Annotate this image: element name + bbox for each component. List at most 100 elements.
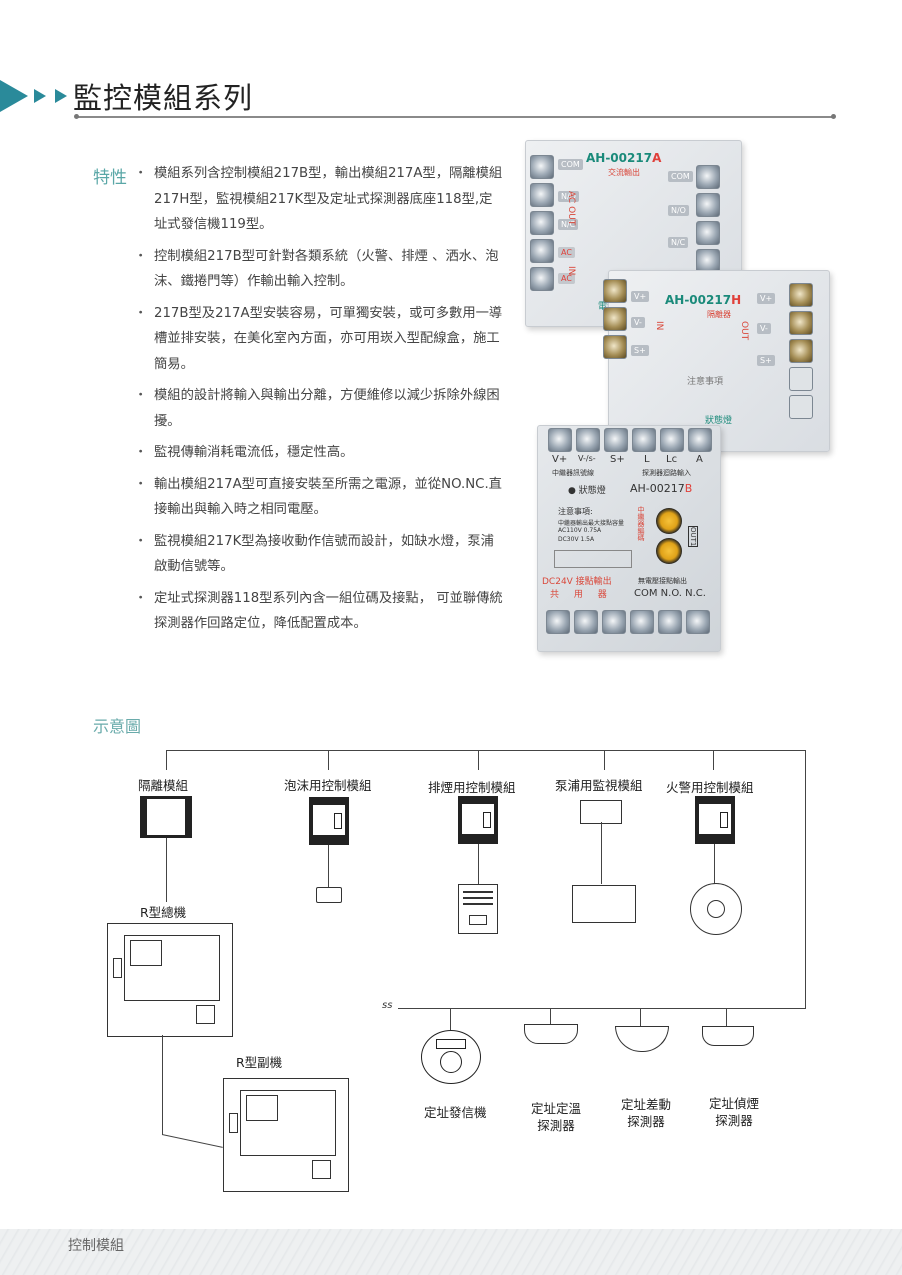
smoke-detector-icon (702, 1026, 754, 1046)
terminal-label: N/O (558, 191, 579, 202)
terminal-label: V-/s- (578, 454, 596, 463)
connector-line (726, 1008, 728, 1026)
smoke-damper-icon (458, 884, 498, 934)
smoke-control-module-icon (458, 796, 498, 844)
terminal-label: AC (558, 247, 575, 258)
product-photo-217b: V+ V-/s- S+ L Lc A 中繼器訊號線 探測器迴路輸入 ● 狀態燈 … (537, 425, 721, 652)
terminal-slot-icon (789, 395, 813, 419)
heat-detector-icon (524, 1024, 578, 1044)
terminal-screw-icon (604, 428, 628, 452)
side-label-in: IN (566, 266, 576, 276)
terminal-label: V- (631, 317, 645, 328)
led-label: 狀態燈 (705, 416, 733, 426)
footer-text: 控制模組 (68, 1238, 124, 1254)
connector-line (450, 1008, 452, 1030)
terminal-screw-icon (789, 339, 813, 363)
connector-line (601, 822, 603, 884)
caption: 無電壓接點輸出 (638, 577, 687, 585)
feature-item: 217B型及217A型安裝容易，可單獨安裝，或可多數用一導槽並排安裝，在美化室內… (134, 301, 505, 378)
address-dial-x10[interactable] (656, 538, 682, 564)
note-line: 中繼器輸出最大接點容量 (558, 520, 625, 527)
terminal-label: N/O (668, 205, 689, 216)
notes-title: 注意事項 (687, 377, 724, 387)
isolation-module-icon (140, 796, 192, 838)
model-number: AH-00217H (665, 293, 742, 307)
connector-line (328, 750, 330, 770)
connector-line (166, 750, 168, 770)
terminal-label: S+ (610, 454, 625, 465)
side-label-in: IN (654, 321, 664, 331)
side-label-out: OUT (739, 321, 749, 341)
break-symbol: ss (382, 1000, 393, 1011)
module-label-fire-alarm: 火警用控制模組 (666, 780, 754, 795)
connector-line (640, 1008, 642, 1026)
connector-line (604, 750, 606, 770)
connector-line (328, 845, 330, 887)
features-list: 模組系列含控制模組217B型，輸出模組217A型，隔離模組217H型，監視模組2… (134, 161, 505, 643)
model-number: AH-00217B (630, 482, 693, 495)
out-label: OUT1 (688, 526, 698, 548)
terminal-label: AC (558, 273, 575, 284)
panel-link-line (162, 1035, 164, 1135)
terminal-label: V+ (552, 454, 568, 465)
terminal-label: Lc (666, 454, 678, 465)
panel-link-line (161, 1134, 223, 1149)
terminal-label: L (644, 454, 650, 465)
terminal-screw-icon (574, 610, 598, 634)
feature-item: 監視模組217K型為接收動作信號而設計，如缺水燈，泵浦啟動信號等。 (134, 529, 505, 580)
feature-item: 模組的設計將輸入與輸出分離，方便維修以減少拆除外線困擾。 (134, 383, 505, 434)
terminal-screw-icon (658, 610, 682, 634)
terminal-slot-icon (789, 367, 813, 391)
label-blank-box (554, 550, 632, 568)
device-label-call-point: 定址發信機 (424, 1105, 487, 1120)
header-arrows-icon (0, 80, 67, 112)
model-number: AH-00217A (586, 151, 662, 165)
sub-panel-icon (223, 1078, 349, 1192)
terminal-screw-icon (602, 610, 626, 634)
terminal-screw-icon (530, 267, 554, 291)
terminal-label: A (696, 454, 703, 465)
device-label-rate-of-rise: 定址差動 探測器 (620, 1097, 671, 1129)
connector-line (550, 1008, 552, 1024)
connector-line (166, 838, 168, 902)
module-label-isolation: 隔離模組 (138, 778, 189, 793)
feature-item: 控制模組217B型可針對各類系統（火警、排煙 、洒水、泡沫、鐵捲門等）作輸出輸入… (134, 244, 505, 295)
diagram-label: 示意圖 (93, 717, 142, 736)
terminal-screw-icon (603, 335, 627, 359)
feature-item: 定址式探測器118型系列內含一組位碼及接點， 可並聯傳統探測器作回路定位，降低配… (134, 586, 505, 637)
terminal-screw-icon (696, 193, 720, 217)
model-subtitle: 隔離器 (707, 310, 731, 319)
page-title: 監控模組系列 (73, 81, 254, 115)
terminal-label: COM N.O. N.C. (634, 588, 706, 599)
features-label: 特性 (93, 168, 127, 188)
terminal-screw-icon (789, 283, 813, 307)
footer-band (0, 1229, 902, 1275)
connector-line (713, 750, 715, 770)
terminal-screw-icon (530, 183, 554, 207)
terminal-screw-icon (603, 307, 627, 331)
dial-caption: 中繼器編碼 (637, 506, 645, 541)
connector-line (478, 844, 480, 884)
terminal-label: N/C (558, 219, 579, 230)
pump-icon (572, 885, 636, 923)
sub-panel-label: R型副機 (236, 1055, 283, 1070)
feature-item: 輸出模組217A型可直接安裝至所需之電源，並從NO.NC.直接輸出與輸入時之相同… (134, 472, 505, 523)
terminal-screw-icon (576, 428, 600, 452)
address-dial-x1[interactable] (656, 508, 682, 534)
terminal-label: V- (757, 323, 771, 334)
terminal-screw-icon (686, 610, 710, 634)
foam-control-module-icon (309, 797, 349, 845)
note-line: DC30V 1.5A (558, 536, 595, 543)
fire-alarm-control-module-icon (695, 796, 735, 844)
terminal-label: S+ (757, 355, 775, 366)
feature-item: 模組系列含控制模組217B型，輸出模組217A型，隔離模組217H型，監視模組2… (134, 161, 505, 238)
terminal-screw-icon (530, 155, 554, 179)
terminal-screw-icon (789, 311, 813, 335)
bus-line-right (805, 750, 807, 1008)
product-photo-217h: V+ V- S+ AH-00217H 隔離器 IN OUT V+ V- S+ 注… (603, 270, 830, 452)
terminal-label: COM (558, 159, 583, 170)
terminal-label: S+ (631, 345, 649, 356)
module-label-foam: 泡沫用控制模組 (284, 778, 372, 793)
terminal-screw-icon (696, 221, 720, 245)
terminal-label: COM (668, 171, 693, 182)
